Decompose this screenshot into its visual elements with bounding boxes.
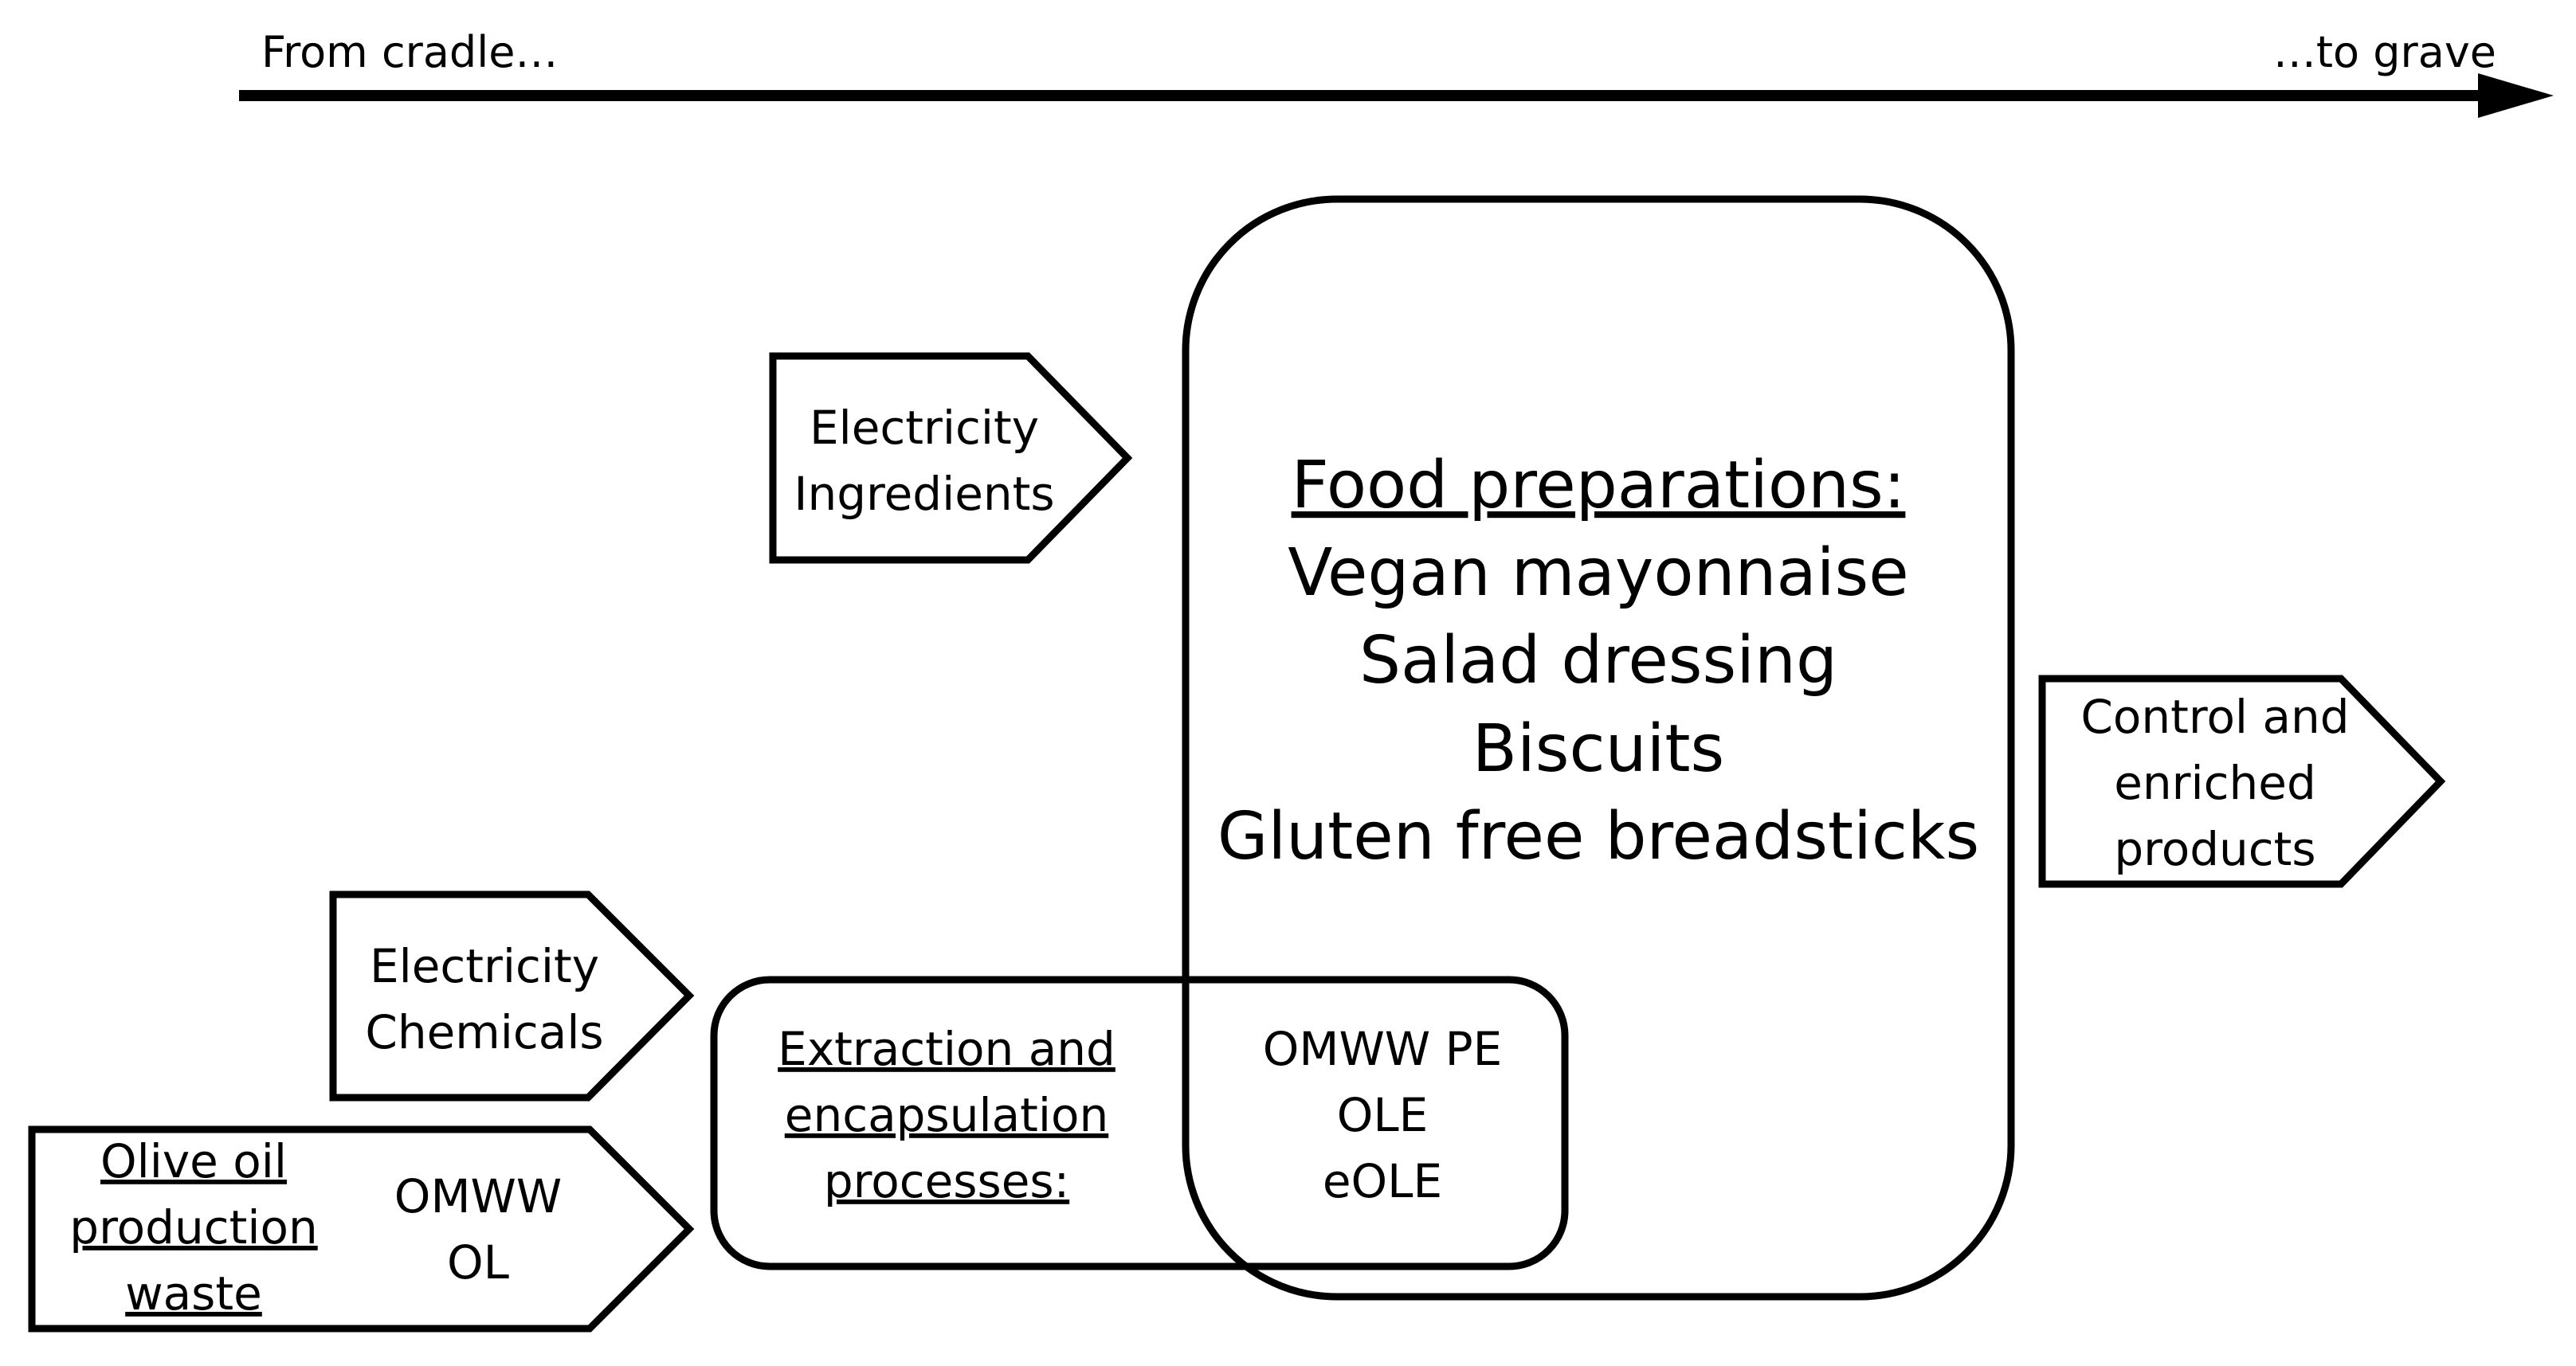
inputs-food-line1: Electricity <box>810 401 1039 455</box>
waste-title-line2: production <box>69 1200 317 1254</box>
food-item-gluten-free-breadsticks: Gluten free breadsticks <box>1217 799 1979 875</box>
extraction-box <box>710 976 1569 1270</box>
inputs-extraction-arrow-shape <box>329 890 695 1102</box>
food-item-vegan-mayonnaise: Vegan mayonnaise <box>1288 535 1908 611</box>
extraction-product-ole: OLE <box>1337 1088 1429 1142</box>
timeline-start-label: From cradle… <box>261 27 558 77</box>
output-line2: enriched <box>2114 756 2316 810</box>
food-item-biscuits: Biscuits <box>1472 711 1724 787</box>
timeline-end-label: …to grave <box>2273 27 2496 77</box>
inputs-extraction-line1: Electricity <box>370 939 599 993</box>
timeline-arrowhead <box>2478 73 2554 118</box>
extraction-title-line1: Extraction and <box>778 1022 1115 1076</box>
extraction-title-line2: encapsulation <box>785 1088 1108 1142</box>
output-line3: products <box>2114 822 2315 876</box>
food-preparations-title: Food preparations: <box>1292 448 1906 523</box>
output-arrow-shape <box>2038 675 2446 888</box>
food-item-salad-dressing: Salad dressing <box>1359 623 1837 699</box>
extraction-product-omww-pe: OMWW PE <box>1263 1022 1502 1076</box>
extraction-title-line3: processes: <box>824 1154 1069 1208</box>
food-preparations-box <box>1182 195 2015 1301</box>
waste-title-line1: Olive oil <box>100 1134 287 1188</box>
inputs-food-arrow-shape <box>769 352 1133 564</box>
waste-item-ol: OL <box>447 1235 509 1290</box>
waste-title-line3: waste <box>125 1266 262 1321</box>
waste-arrow-shape <box>28 1125 695 1333</box>
inputs-food-line2: Ingredients <box>794 467 1054 521</box>
waste-item-omww: OMWW <box>394 1169 562 1223</box>
timeline-arrow <box>239 73 2554 118</box>
extraction-product-eole: eOLE <box>1323 1154 1442 1208</box>
output-line1: Control and <box>2080 690 2349 744</box>
inputs-extraction-line2: Chemicals <box>365 1005 603 1059</box>
